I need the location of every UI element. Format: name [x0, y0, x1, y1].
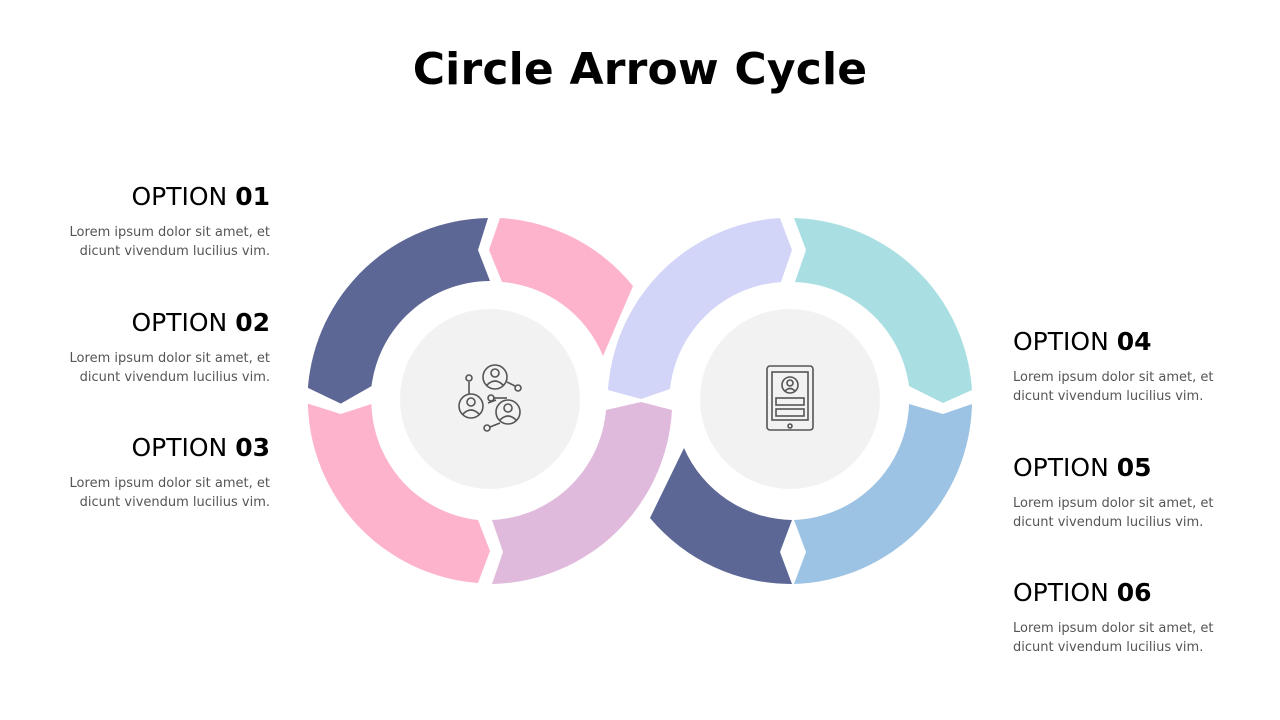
option-prefix: OPTION	[1013, 578, 1109, 607]
option-desc-line: dicunt vivendum lucilius vim.	[1013, 515, 1204, 530]
option-number: 05	[1116, 453, 1152, 482]
option-description: Lorem ipsum dolor sit amet, et dicunt vi…	[10, 474, 270, 512]
option-desc-line: Lorem ipsum dolor sit amet, et	[69, 351, 270, 366]
ring-segment-teal	[794, 218, 972, 403]
option-number: 06	[1116, 578, 1152, 607]
option-prefix: OPTION	[131, 433, 228, 462]
option-heading: OPTION 02	[10, 308, 270, 338]
option-description: Lorem ipsum dolor sit amet, et dicunt vi…	[10, 223, 270, 261]
option-heading: OPTION 04	[1013, 327, 1273, 357]
option-heading: OPTION 05	[1013, 453, 1273, 483]
ring-segment-mauve	[492, 402, 672, 584]
option-description: Lorem ipsum dolor sit amet, et dicunt vi…	[1013, 494, 1273, 532]
option-description: Lorem ipsum dolor sit amet, et dicunt vi…	[1013, 368, 1273, 406]
option-05: OPTION 05 Lorem ipsum dolor sit amet, et…	[1013, 453, 1273, 532]
option-desc-line: dicunt vivendum lucilius vim.	[79, 370, 270, 385]
ring-segment-navy-left	[307, 218, 490, 404]
option-desc-line: Lorem ipsum dolor sit amet, et	[1013, 370, 1214, 385]
option-description: Lorem ipsum dolor sit amet, et dicunt vi…	[10, 349, 270, 387]
option-heading: OPTION 06	[1013, 578, 1273, 608]
option-desc-line: dicunt vivendum lucilius vim.	[79, 495, 270, 510]
option-desc-line: Lorem ipsum dolor sit amet, et	[69, 225, 270, 240]
option-desc-line: Lorem ipsum dolor sit amet, et	[1013, 496, 1214, 511]
ring-segment-navy-right	[650, 448, 792, 585]
option-number: 01	[235, 182, 270, 211]
option-desc-line: dicunt vivendum lucilius vim.	[1013, 389, 1204, 404]
option-prefix: OPTION	[1013, 327, 1109, 356]
option-description: Lorem ipsum dolor sit amet, et dicunt vi…	[1013, 619, 1273, 657]
option-03: OPTION 03 Lorem ipsum dolor sit amet, et…	[10, 433, 270, 512]
option-number: 02	[235, 308, 270, 337]
option-prefix: OPTION	[131, 182, 228, 211]
option-01: OPTION 01 Lorem ipsum dolor sit amet, et…	[10, 182, 270, 261]
option-desc-line: dicunt vivendum lucilius vim.	[79, 244, 270, 259]
tablet-profile-icon	[766, 365, 814, 431]
ring-segment-pink-bottom	[307, 403, 490, 583]
option-number: 04	[1116, 327, 1152, 356]
page-title: Circle Arrow Cycle	[412, 44, 868, 95]
left-center-circle	[400, 309, 580, 489]
option-prefix: OPTION	[1013, 453, 1109, 482]
ring-segment-blue	[794, 404, 972, 584]
option-04: OPTION 04 Lorem ipsum dolor sit amet, et…	[1013, 327, 1273, 406]
right-center-circle	[700, 309, 880, 489]
option-desc-line: Lorem ipsum dolor sit amet, et	[69, 476, 270, 491]
ring-segment-pink-top	[489, 218, 633, 356]
option-02: OPTION 02 Lorem ipsum dolor sit amet, et…	[10, 308, 270, 387]
option-06: OPTION 06 Lorem ipsum dolor sit amet, et…	[1013, 578, 1273, 657]
option-prefix: OPTION	[131, 308, 228, 337]
network-users-icon	[458, 364, 522, 432]
option-number: 03	[235, 433, 270, 462]
option-desc-line: Lorem ipsum dolor sit amet, et	[1013, 621, 1214, 636]
option-heading: OPTION 01	[10, 182, 270, 212]
ring-segment-lavender	[608, 218, 792, 399]
option-desc-line: dicunt vivendum lucilius vim.	[1013, 640, 1204, 655]
option-heading: OPTION 03	[10, 433, 270, 463]
